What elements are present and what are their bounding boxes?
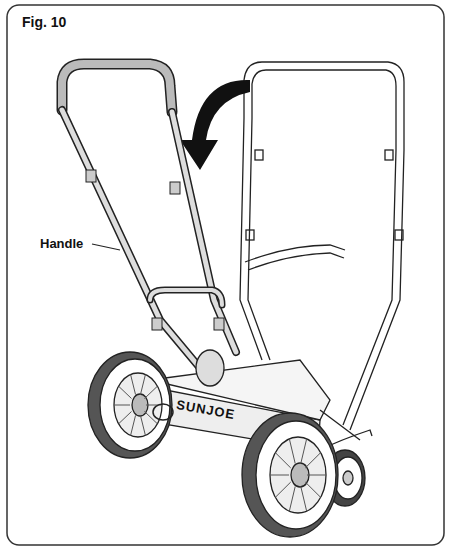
spoke (307, 475, 326, 476)
spoke (270, 475, 289, 476)
spoke (289, 439, 295, 464)
figure-frame (7, 5, 444, 545)
figure-number: Fig. 10 (22, 14, 66, 30)
spoke (289, 486, 295, 511)
spoke (301, 439, 307, 464)
logo-mark (153, 404, 173, 420)
spoke (114, 405, 130, 406)
spoke (119, 386, 132, 398)
part-label: Handle (40, 236, 83, 251)
leader-line (92, 244, 120, 250)
right-wheel (242, 413, 338, 537)
spoke (131, 375, 136, 395)
spoke (275, 453, 290, 468)
left-wheel (88, 352, 172, 458)
spoke (305, 453, 320, 468)
spoke (301, 486, 307, 511)
spoke (131, 415, 136, 435)
spoke (140, 375, 145, 395)
folded-handle (62, 64, 236, 368)
fold-arrow (180, 80, 250, 170)
handle-clips (86, 170, 224, 330)
spoke (275, 482, 290, 497)
spoke (119, 411, 132, 423)
wheel-spokes (114, 375, 326, 512)
spoke (144, 386, 157, 398)
spoke (305, 482, 320, 497)
spoke (140, 415, 145, 435)
